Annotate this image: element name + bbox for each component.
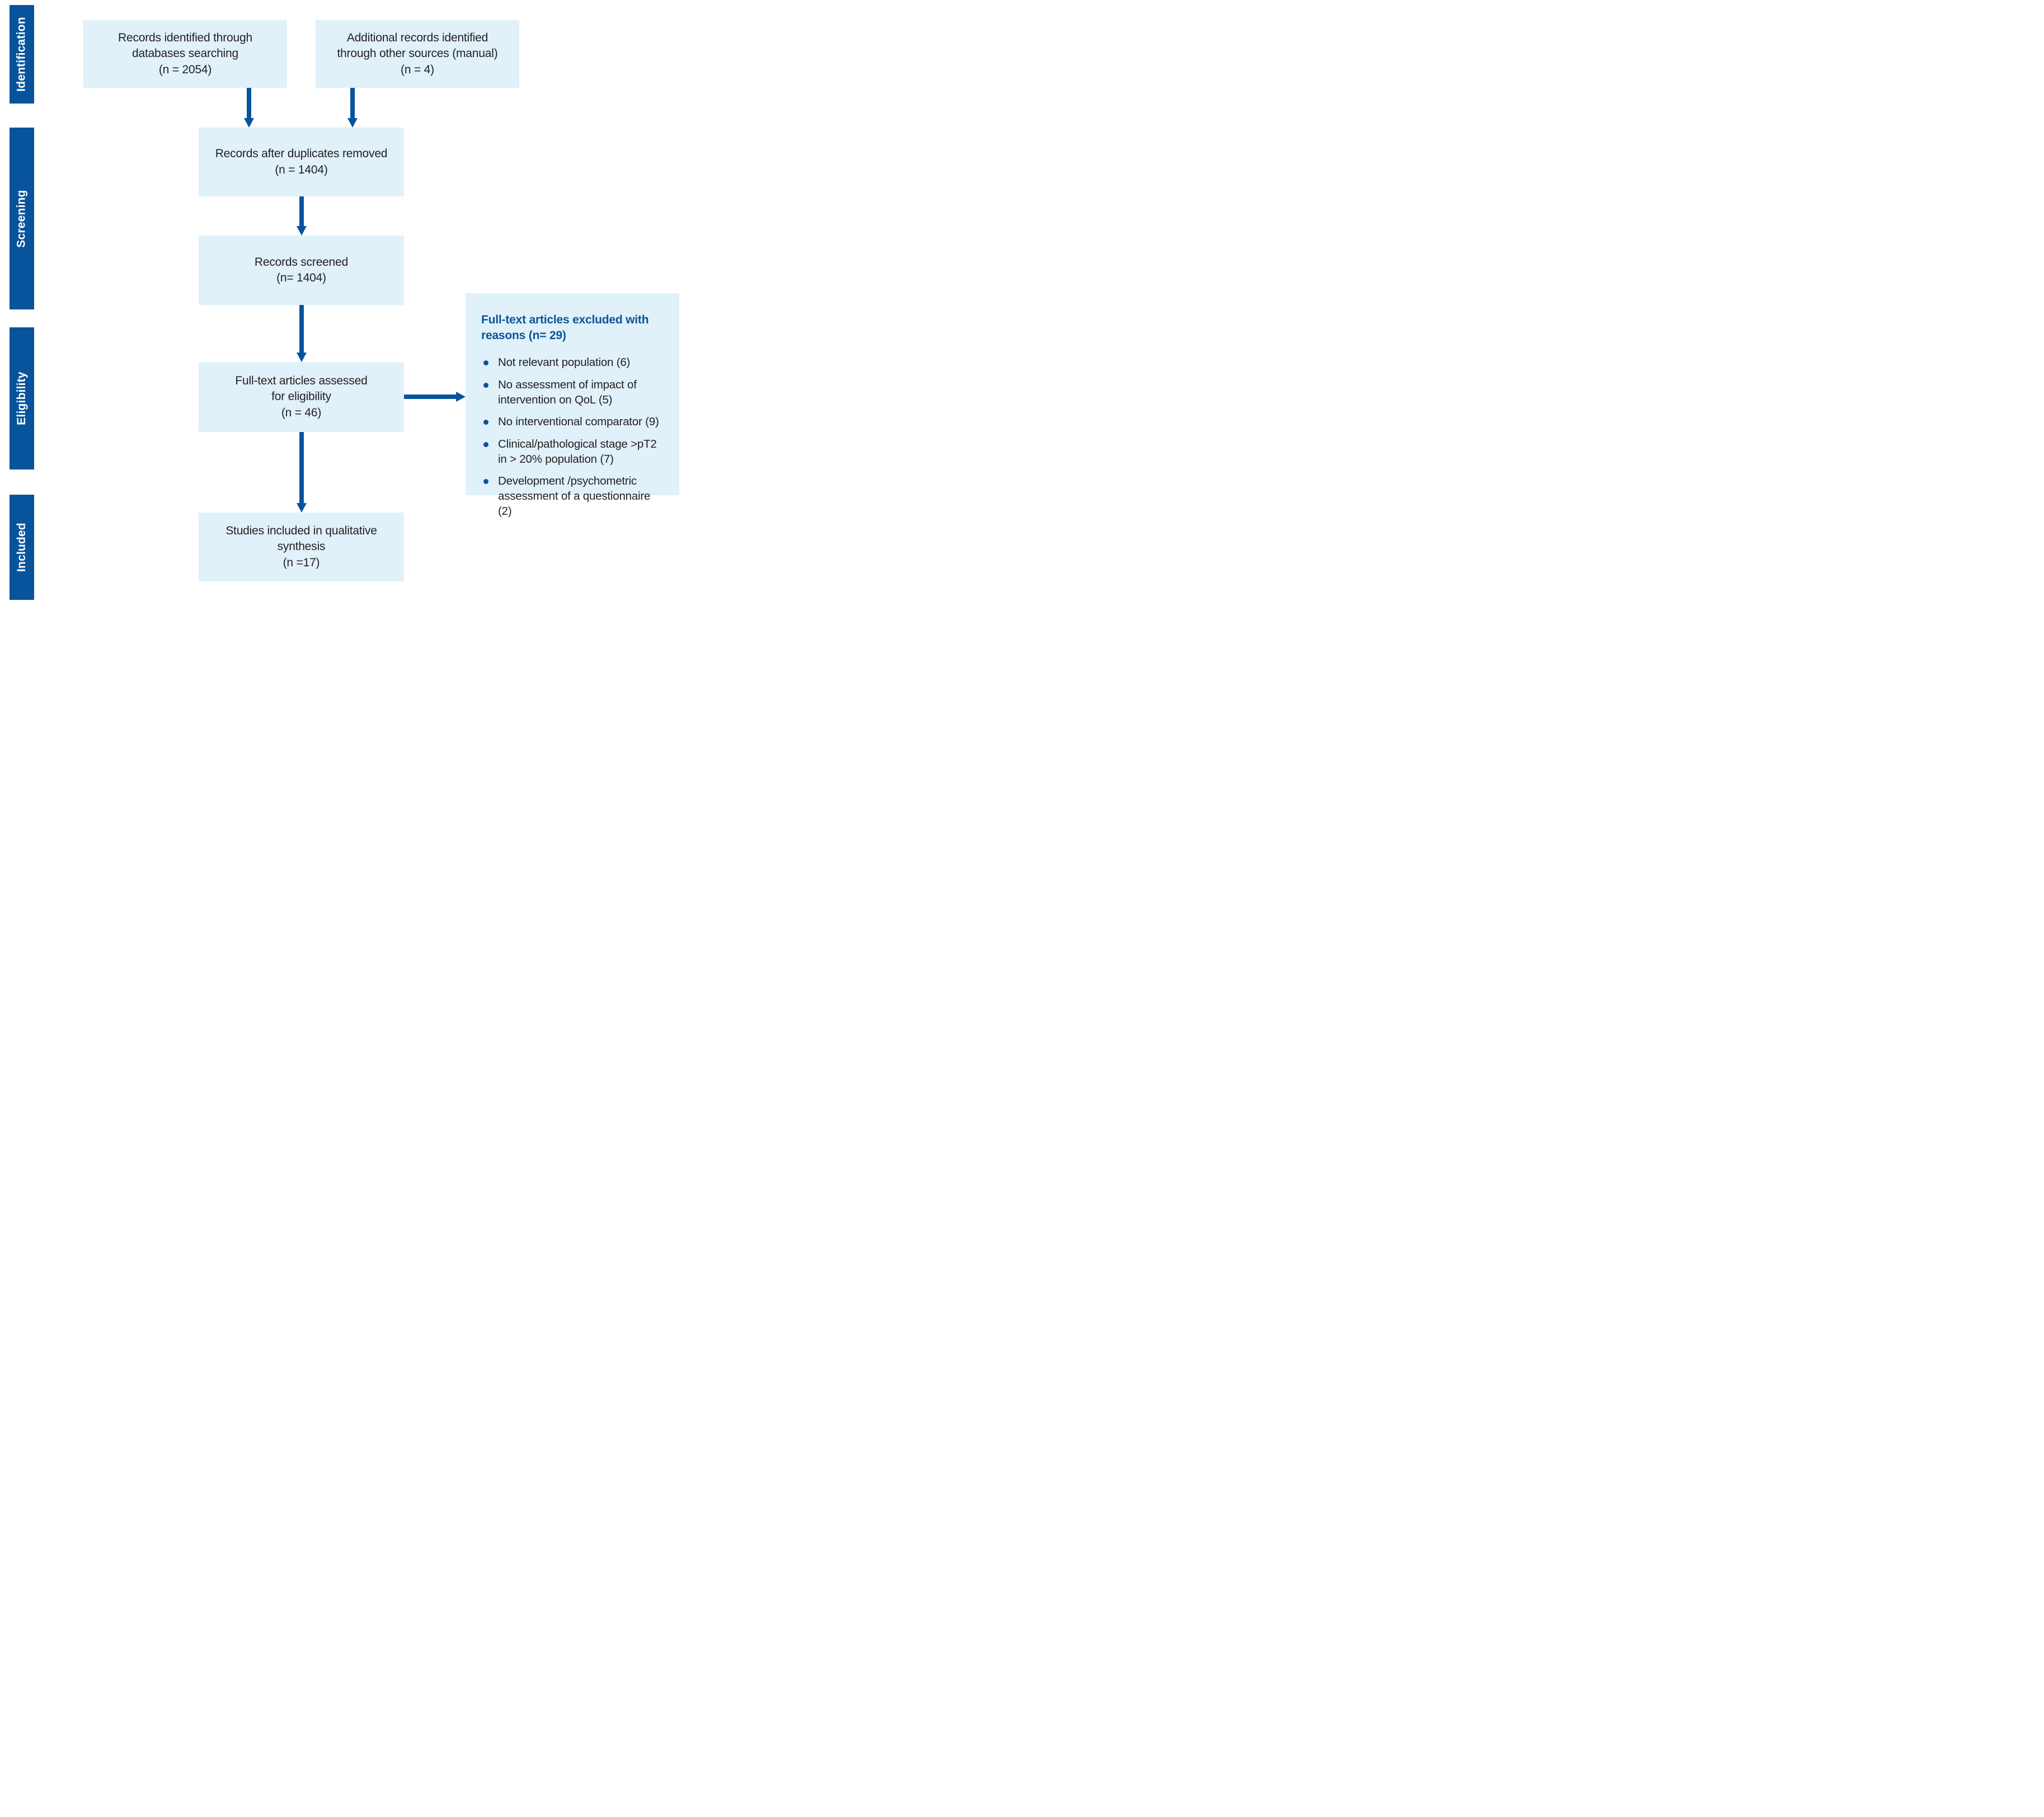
stage-band-eligibility: Eligibility	[10, 327, 34, 469]
arrow-other-sources-to-dedup-icon	[347, 88, 358, 128]
bullet-icon	[483, 420, 488, 425]
box-text: Additional records identified through ot…	[337, 31, 498, 76]
stage-label-eligibility: Eligibility	[15, 372, 29, 425]
box-fulltext-assessed: Full-text articles assessed for eligibil…	[199, 362, 404, 432]
box-fulltext-excluded-reasons: Full-text articles excluded with reasons…	[466, 293, 679, 518]
arrow-fulltext-to-included-icon	[297, 432, 307, 513]
box-text: Records identified through databases sea…	[118, 31, 252, 76]
box-records-identified-databases: Records identified through databases sea…	[83, 20, 287, 88]
list-item: Not relevant population (6)	[481, 355, 667, 370]
excluded-reason-list: Not relevant population (6) No assessmen…	[481, 355, 667, 519]
box-records-after-duplicates-removed: Records after duplicates removed (n = 14…	[199, 128, 404, 196]
excluded-heading: Full-text articles excluded with reasons…	[481, 313, 649, 342]
box-studies-included-qualitative: Studies included in qualitative synthesi…	[199, 513, 404, 581]
arrow-dedup-to-screened-icon	[297, 196, 307, 236]
arrow-fulltext-to-excluded-icon	[404, 392, 466, 402]
bullet-icon	[483, 360, 488, 366]
box-text: Studies included in qualitative synthesi…	[225, 524, 377, 569]
box-text: Records after duplicates removed (n = 14…	[215, 147, 388, 176]
stage-label-screening: Screening	[15, 189, 28, 248]
list-item: No interventional comparator (9)	[481, 415, 667, 430]
stage-label-identification: Identification	[15, 17, 28, 92]
list-item: No assessment of impact of intervention …	[481, 378, 667, 407]
box-additional-records-other-sources: Additional records identified through ot…	[316, 20, 519, 88]
stage-band-screening: Screening	[10, 128, 34, 309]
list-item: Development /psychometric assessment of …	[481, 474, 667, 519]
bullet-icon	[483, 442, 488, 447]
prisma-flow-diagram: Identification Screening Eligibility Inc…	[0, 0, 682, 605]
list-item: Clinical/pathological stage >pT2 in > 20…	[481, 437, 667, 467]
box-text: Full-text articles assessed for eligibil…	[235, 374, 368, 419]
bullet-icon	[483, 383, 488, 388]
stage-label-included: Included	[15, 523, 29, 572]
stage-band-identification: Identification	[10, 5, 34, 104]
arrow-databases-to-dedup-icon	[244, 88, 254, 128]
arrow-screened-to-fulltext-icon	[297, 305, 307, 362]
stage-band-included: Included	[10, 495, 34, 600]
bullet-icon	[483, 479, 488, 485]
box-records-screened: Records screened (n= 1404)	[199, 236, 404, 305]
box-text: Records screened (n= 1404)	[254, 255, 349, 284]
